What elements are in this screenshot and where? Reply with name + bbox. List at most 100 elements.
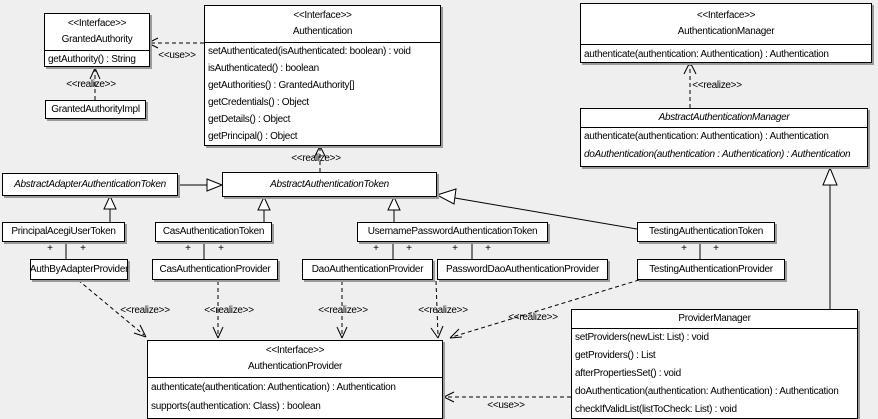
class-provider-manager[interactable]: ProviderManager setProviders(newList: Li… [571,309,858,419]
class-cas-authentication-provider[interactable]: CasAuthenticationProvider [152,259,278,280]
methods-compartment: authenticate(authentication: Authenticat… [581,44,871,64]
class-abstract-authentication-token[interactable]: AbstractAuthenticationToken [222,172,437,197]
class-title: AbstractAuthenticationManager [581,109,867,127]
realize-label: <<realize>> [204,305,254,316]
class-name: TestingAuthenticationToken [649,226,763,237]
class-auth-by-adapter-provider[interactable]: AuthByAdapterProvider [30,259,128,280]
class-authentication-manager[interactable]: <<Interface>> AuthenticationManager auth… [580,3,872,63]
method-signature: getCredentials() : Object [208,97,309,108]
class-granted-authority-impl[interactable]: GrantedAuthorityImpl [45,100,146,119]
class-authentication-provider[interactable]: <<Interface>> AuthenticationProvider aut… [147,340,443,419]
realize-label: <<realize>> [318,305,368,316]
association-plus: + [373,243,379,254]
method-signature: getProviders() : List [575,350,656,361]
method-signature: getDetails() : Object [208,114,291,125]
class-name: TestingAuthenticationProvider [649,263,773,275]
realize-passworddao-authentication-provider [430,280,444,339]
class-title: <<Interface>> AuthenticationProvider [148,341,442,377]
stereotype-label: <<Interface>> [265,345,325,356]
realize-authby-authentication-provider [77,279,147,338]
realize-label: <<realize>> [291,153,341,164]
class-name: AuthenticationProvider [247,361,342,372]
realize-label: <<realize>> [120,305,170,316]
class-name: PasswordDaoAuthenticationProvider [446,263,599,275]
class-title: <<Interface>> Authentication [205,6,440,42]
association-plus: + [452,243,458,254]
methods-compartment: getAuthority() : String [45,50,149,68]
method-signature: setProviders(newList: List) : void [575,332,709,343]
class-authentication[interactable]: <<Interface>> Authentication setAuthenti… [204,5,441,146]
use-authentication-grantedauthority [147,37,204,49]
association-plus: + [80,243,86,254]
class-name: AbstractAuthenticationToken [270,178,389,190]
realize-testing-authentication-provider [449,279,640,339]
association-plus: + [713,243,719,254]
methods-compartment: authenticate(authentication: Authenticat… [581,127,867,164]
class-granted-authority[interactable]: <<Interface>> GrantedAuthority getAuthor… [44,13,150,67]
class-abstract-authentication-manager[interactable]: AbstractAuthenticationManager authentica… [580,108,868,167]
class-title: <<Interface>> GrantedAuthority [45,14,149,50]
methods-compartment: authenticate(authentication: Authenticat… [148,377,442,416]
class-name: GrantedAuthority [61,34,133,45]
class-name: CasAuthenticationToken [162,226,265,237]
class-name: UsernamePasswordAuthenticationToken [367,226,538,237]
use-label: <<use>> [487,400,525,411]
class-title: <<Interface>> AuthenticationManager [581,4,871,44]
generalization-username-token-to-abstract-token [387,195,401,222]
stereotype-label: <<Interface>> [67,18,127,29]
method-signature: authenticate(authentication: Authenticat… [584,49,829,60]
method-signature: isAuthenticated() : boolean [208,63,319,74]
methods-compartment: setProviders(newList: List) : void getPr… [572,328,857,419]
class-name: AbstractAuthenticationManager [658,112,790,123]
association-plus: + [185,243,191,254]
generalization-testing-token-to-abstract-token [435,188,638,230]
association-plus: + [681,243,687,254]
class-title: ProviderManager [572,310,857,328]
realize-abstract-token-authentication [313,145,327,172]
stereotype-label: <<Interface>> [696,10,756,21]
generalization-adapter-to-abstract-token [178,178,224,192]
class-password-dao-authentication-provider[interactable]: PasswordDaoAuthenticationProvider [437,259,608,280]
class-username-password-authentication-token[interactable]: UsernamePasswordAuthenticationToken [357,222,548,242]
method-signature: getPrincipal() : Object [208,131,298,142]
stereotype-label: <<Interface>> [293,10,352,21]
association-plus: + [47,243,53,254]
realize-grantedauthorityimpl [89,67,101,100]
class-name: CasAuthenticationProvider [159,263,271,275]
class-name: DaoAuthenticationProvider [311,263,424,275]
class-principal-acegi-user-token[interactable]: PrincipalAcegiUserToken [2,222,125,242]
method-signature: getAuthority() : String [48,54,136,65]
class-name: Authentication [292,26,353,37]
class-name: AbstractAdapterAuthenticationToken [14,178,166,190]
class-testing-authentication-token[interactable]: TestingAuthenticationToken [637,222,775,242]
realize-dao-authentication-provider [336,281,348,339]
realize-cas-authentication-provider [212,281,224,339]
method-signature: setAuthenticated(isAuthenticated: boolea… [208,46,411,57]
methods-compartment: setAuthenticated(isAuthenticated: boolea… [205,42,440,145]
method-signature: doAuthentication(authentication : Authen… [584,149,851,160]
realize-label: <<realize>> [66,79,116,90]
class-name: PrincipalAcegiUserToken [11,226,116,237]
method-signature: authenticate(authentication: Authenticat… [584,131,829,142]
method-signature: authenticate(authentication: Authenticat… [151,382,396,393]
method-signature: supports(authentication: Class) : boolea… [151,401,321,412]
class-dao-authentication-provider[interactable]: DaoAuthenticationProvider [302,259,433,280]
realize-abstract-manager-authentication-manager [683,61,697,108]
association-plus: + [485,243,491,254]
use-provider-manager-authentication-provider [443,391,571,403]
class-name: GrantedAuthorityImpl [51,103,140,115]
class-cas-authentication-token[interactable]: CasAuthenticationToken [155,222,272,242]
method-signature: doAuthentication(authentication: Authent… [575,386,839,397]
association-plus: + [406,243,412,254]
use-label: <<use>> [158,50,196,61]
class-abstract-adapter-authentication-token[interactable]: AbstractAdapterAuthenticationToken [2,173,178,196]
realize-label: <<realize>> [418,305,468,316]
method-signature: checkIfValidList(listToCheck: List) : vo… [575,404,737,415]
generalization-provider-manager-to-abstract-manager [822,166,838,309]
class-name: AuthByAdapterProvider [29,263,129,275]
generalization-cas-token-to-abstract-token [257,195,271,222]
generalization-principal-to-adapter-token [103,194,117,222]
class-testing-authentication-provider[interactable]: TestingAuthenticationProvider [637,259,785,280]
association-plus: + [218,243,224,254]
